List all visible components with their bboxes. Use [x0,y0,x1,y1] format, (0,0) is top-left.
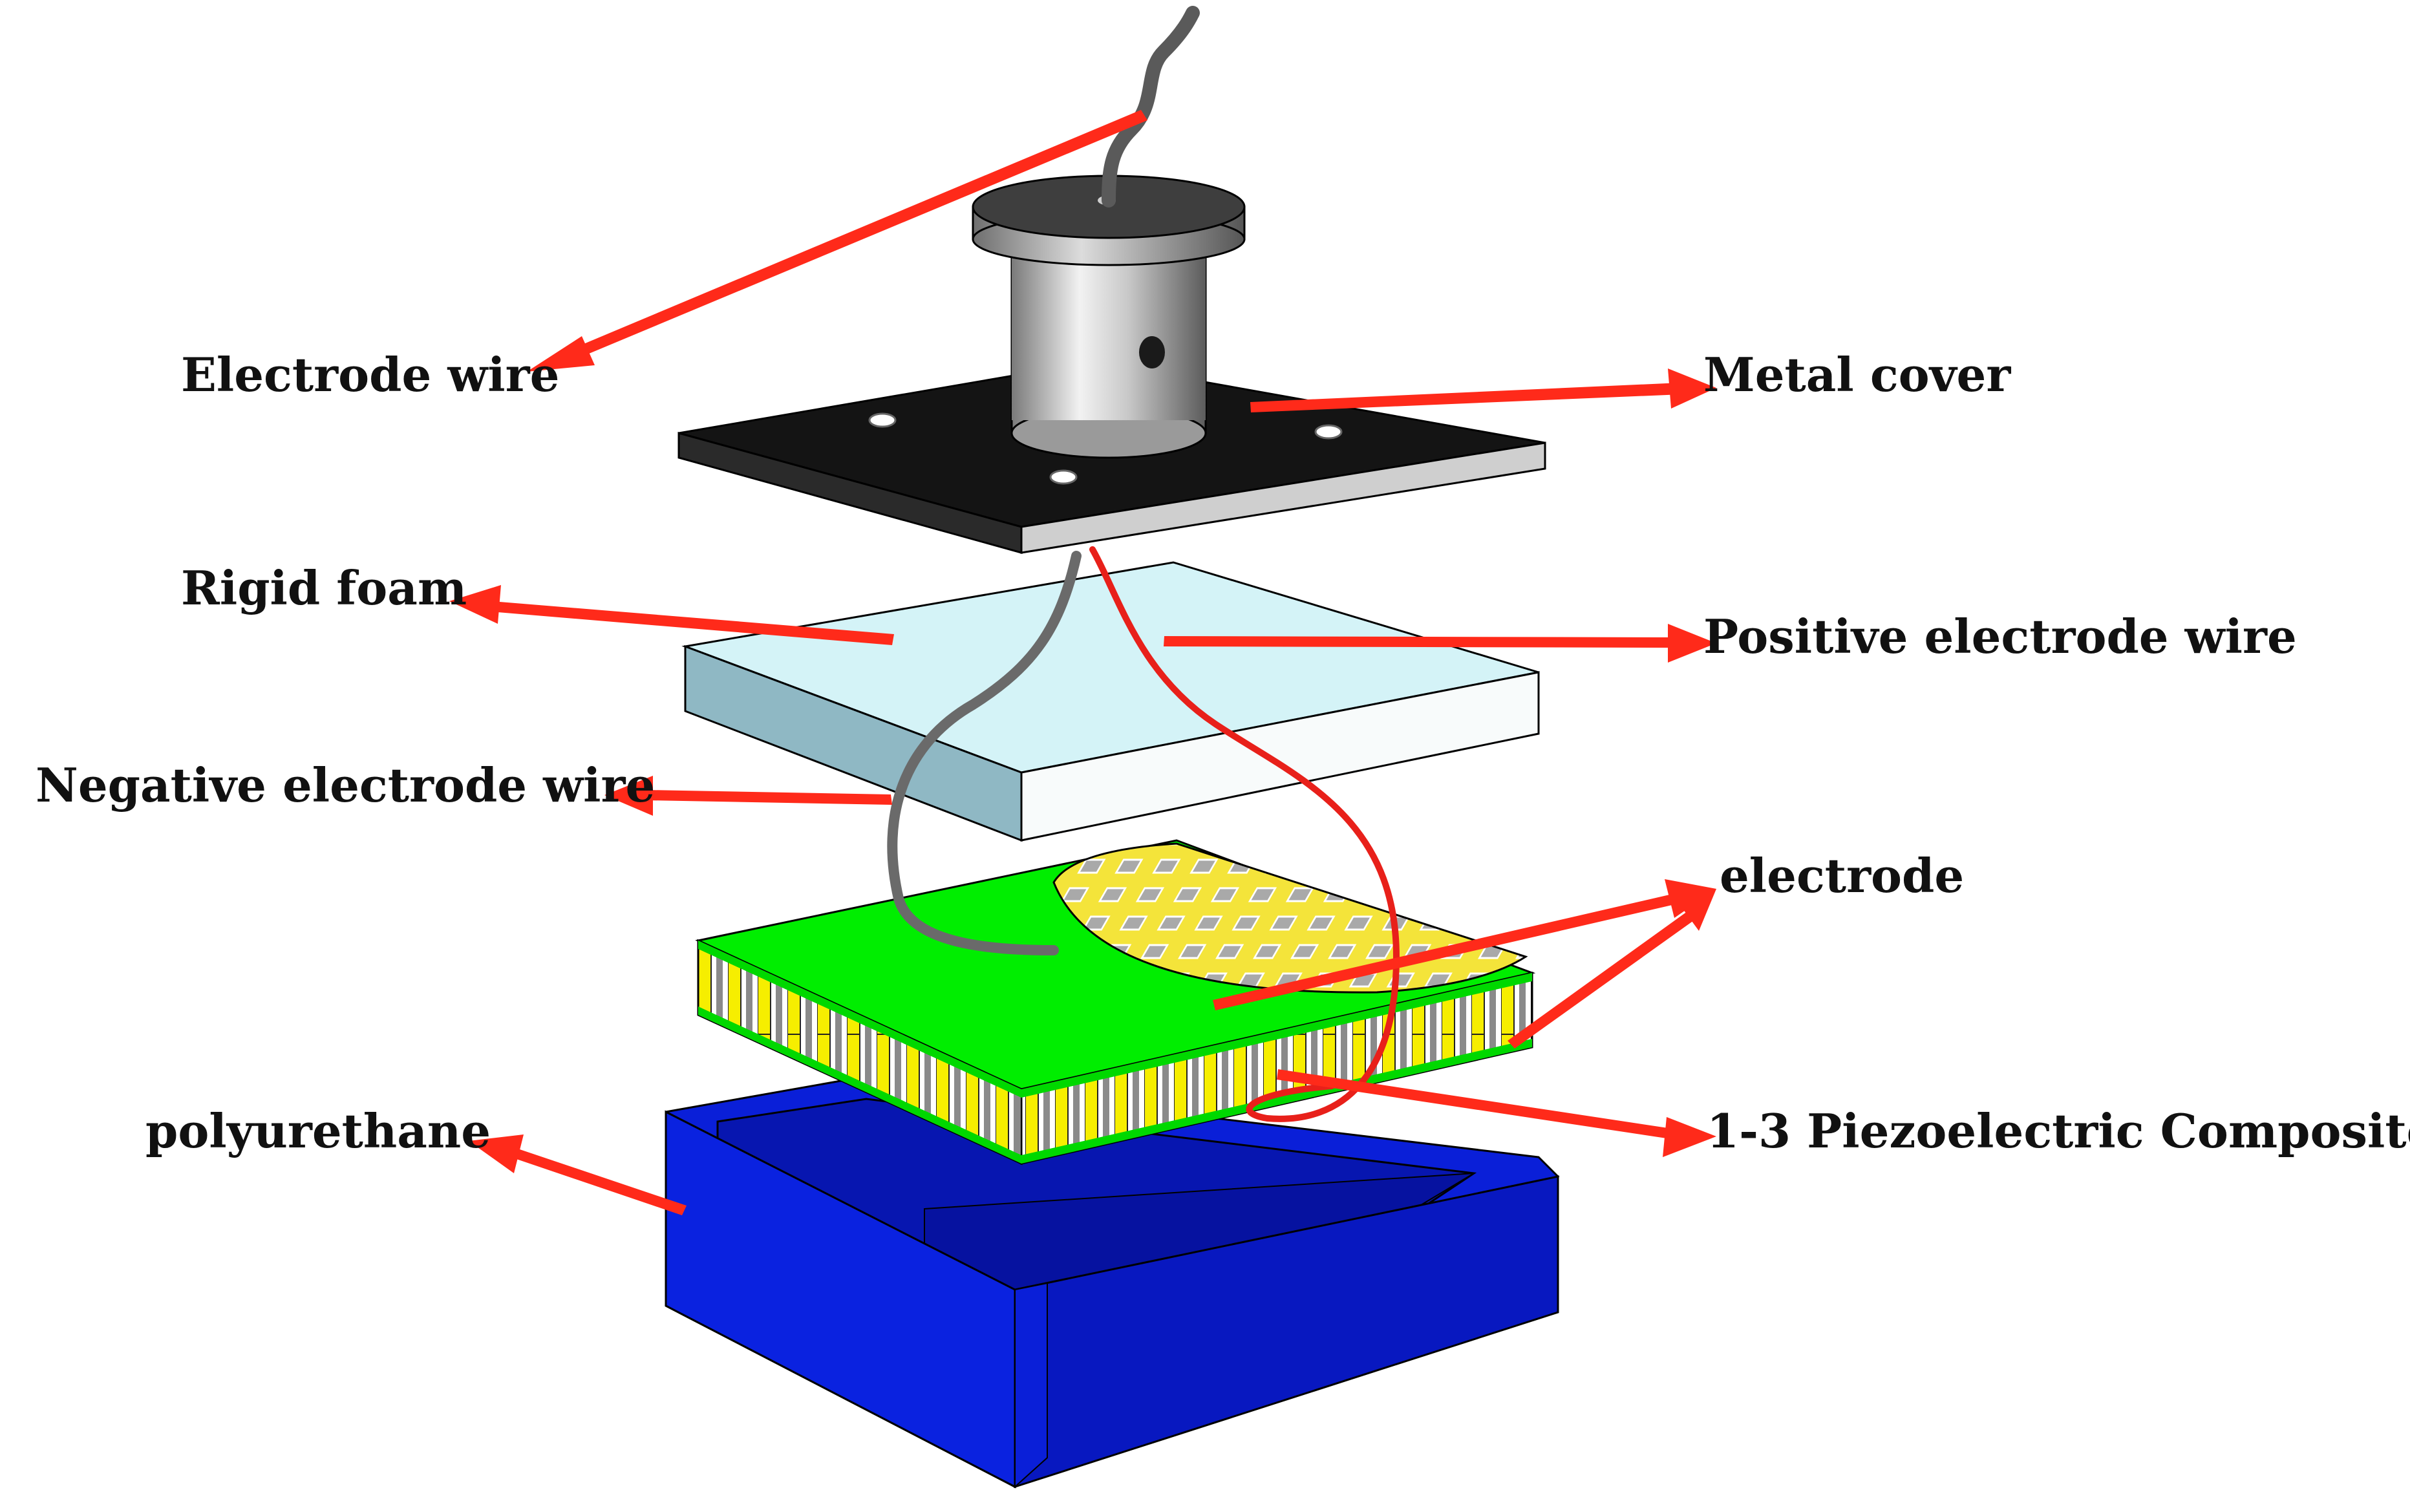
arrow-negative-wire [604,776,892,816]
annotation-arrows [449,110,1716,1215]
positive-electrode-wire [1089,546,1400,1122]
arrow-piezo [1277,1069,1716,1157]
label-electrode-wire: Electrode wire [181,347,559,402]
labels: Electrode wire Metal cover Rigid foam Po… [36,347,2410,1158]
arrow-metal-cover [1250,368,1716,412]
label-polyurethane: polyurethane [145,1103,491,1158]
label-rigid-foam: Rigid foam [181,560,467,615]
label-piezo: 1-3 Piezoelectric Composites [1707,1103,2410,1158]
rigid-foam [681,561,1540,842]
arrow-polyurethane [469,1134,687,1215]
negative-electrode-wire [887,551,1082,955]
side-hole [1139,336,1165,368]
metal-cover [677,175,1546,554]
electrode-wire [1102,6,1200,208]
label-positive-wire: Positive electrode wire [1703,609,2297,664]
screw-hole [1314,424,1343,440]
wires [887,6,1400,1122]
label-electrode: electrode [1720,848,1964,903]
piezoelectric-composite [695,839,1536,1166]
arrow-electrode-side [1508,889,1716,1049]
arrow-electrode-wire [527,110,1147,372]
arrow-positive-wire [1164,624,1716,663]
polyurethane-housing [665,1075,1560,1489]
screw-hole [868,412,897,428]
screw-hole [1049,469,1078,485]
label-metal-cover: Metal cover [1703,347,2011,402]
arrow-rigid-foam [449,585,894,645]
label-negative-wire: Negative electrode wire [36,758,655,813]
